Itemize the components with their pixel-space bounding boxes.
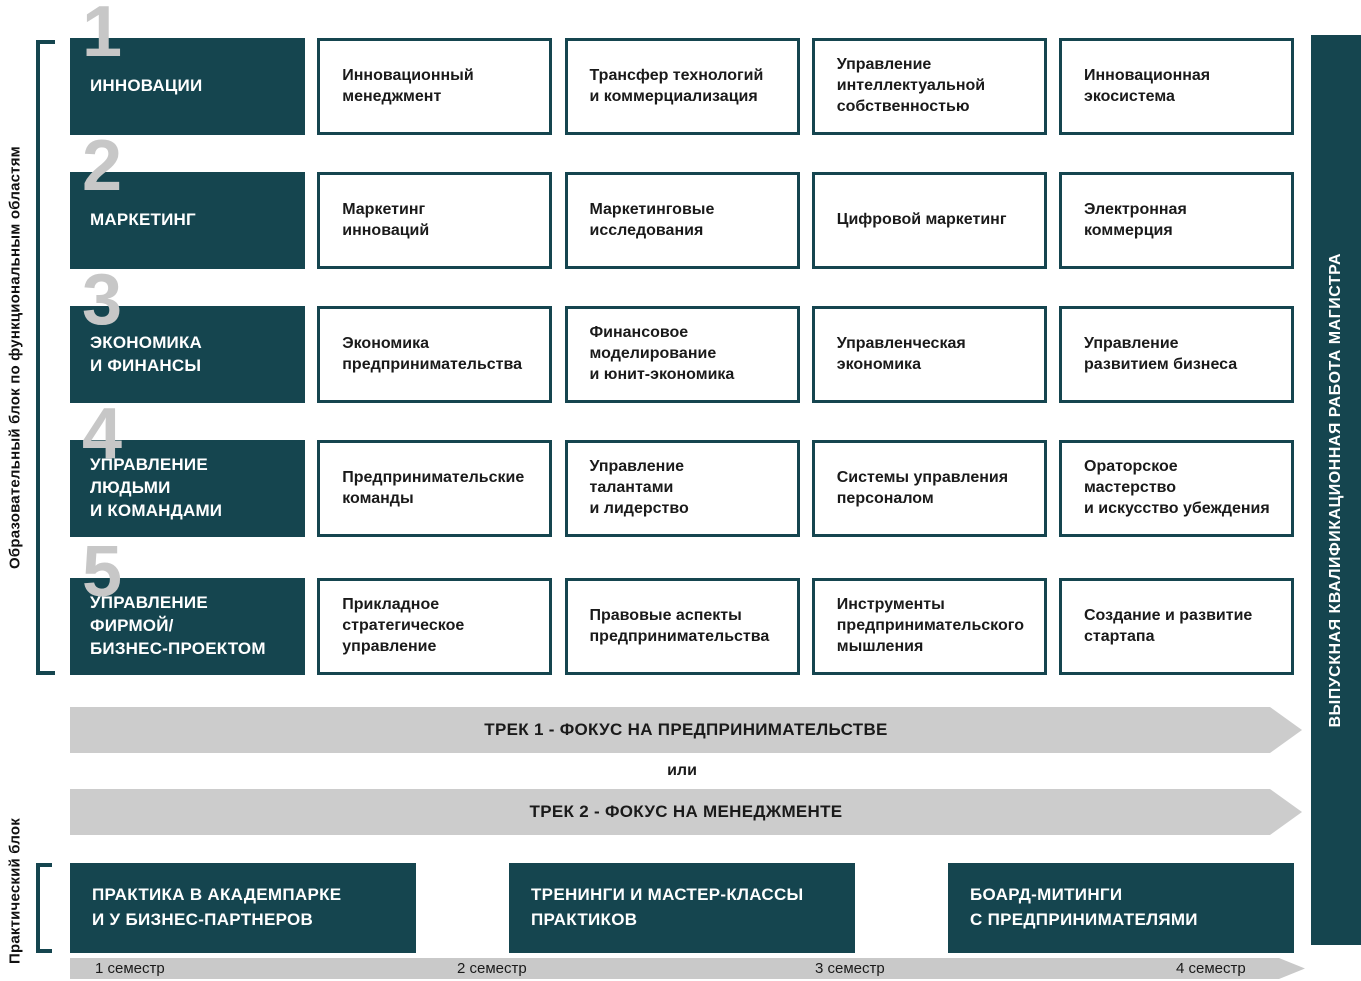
practical-block-label: Практический блок (6, 818, 24, 964)
course-box: Ораторское мастерство и искусство убежде… (1059, 440, 1294, 537)
semester-3-label: 3 семестр (815, 960, 885, 977)
educational-block-bracket (36, 40, 55, 675)
course-title: Предпринимательские команды (342, 468, 525, 507)
educational-block-label: Образовательный блок по функциональным о… (6, 146, 24, 569)
row-header-marketing: 2 МАРКЕТИНГ (70, 130, 305, 269)
course-box: Создание и развитие стартапа (1059, 578, 1294, 675)
course-title: Управление талантами и лидерство (589, 458, 689, 517)
practical-block-bracket (36, 863, 52, 953)
course-box: Экономика предпринимательства (317, 306, 553, 403)
course-title: Управленческая экономика (836, 334, 966, 373)
row-number-5: 5 (82, 532, 123, 612)
track1-label: ТРЕК 1 - ФОКУС НА ПРЕДПРИНИМАТЕЛЬСТВЕ (484, 720, 888, 739)
track1-arrow: ТРЕК 1 - ФОКУС НА ПРЕДПРИНИМАТЕЛЬСТВЕ (70, 707, 1302, 753)
practical-row: ПРАКТИКА В АКАДЕМПАРКЕ И У БИЗНЕС-ПАРТНЕ… (70, 863, 1294, 953)
semester-timeline-arrow: 1 семестр 2 семестр 3 семестр 4 семестр (70, 958, 1305, 979)
row-title: ЭКОНОМИКА И ФИНАНСЫ (90, 332, 203, 375)
course-title: Маркетинговые исследования (589, 200, 715, 239)
row-title: УПРАВЛЕНИЕ ФИРМОЙ/ БИЗНЕС-ПРОЕКТОМ (90, 593, 266, 658)
course-title: Системы управления персоналом (836, 468, 1009, 507)
row-firm-business-project: 5 УПРАВЛЕНИЕ ФИРМОЙ/ БИЗНЕС-ПРОЕКТОМ При… (70, 536, 1294, 675)
row-marketing: 2 МАРКЕТИНГ Маркетинг инноваций Маркетин… (70, 130, 1294, 269)
course-title: Создание и развитие стартапа (1084, 606, 1253, 645)
row-header-economics-finance: 3 ЭКОНОМИКА И ФИНАНСЫ (70, 264, 305, 403)
row-title: МАРКЕТИНГ (90, 210, 196, 230)
practical-box-label: БОАРД-МИТИНГИ С ПРЕДПРИНИМАТЕЛЯМИ (970, 885, 1198, 929)
practical-box-label: ТРЕНИНГИ И МАСТЕР-КЛАССЫ ПРАКТИКОВ (531, 885, 804, 929)
course-box: Инновационный менеджмент (317, 38, 553, 135)
course-box: Инструменты предпринимательского мышлени… (811, 578, 1047, 675)
course-box: Прикладное стратегическое управление (317, 578, 553, 675)
semester-2-label: 2 семестр (457, 960, 527, 977)
row-title: УПРАВЛЕНИЕ ЛЮДЬМИ И КОМАНДАМИ (90, 455, 223, 520)
course-title: Экономика предпринимательства (342, 334, 523, 373)
semester-1-label: 1 семестр (95, 960, 165, 977)
row-title: ИННОВАЦИИ (90, 76, 203, 96)
course-box: Управление развитием бизнеса (1059, 306, 1294, 403)
course-title: Ораторское мастерство и искусство убежде… (1084, 458, 1270, 517)
course-box: Управленческая экономика (811, 306, 1047, 403)
practical-box-board-meetings: БОАРД-МИТИНГИ С ПРЕДПРИНИМАТЕЛЯМИ (948, 863, 1294, 953)
row-header-firm-business-project: 5 УПРАВЛЕНИЕ ФИРМОЙ/ БИЗНЕС-ПРОЕКТОМ (70, 536, 305, 675)
practical-box-trainings: ТРЕНИНГИ И МАСТЕР-КЛАССЫ ПРАКТИКОВ (509, 863, 855, 953)
row-number-4: 4 (82, 394, 123, 474)
track2-label: ТРЕК 2 - ФОКУС НА МЕНЕДЖМЕНТЕ (529, 802, 843, 821)
practical-box-academpark: ПРАКТИКА В АКАДЕМПАРКЕ И У БИЗНЕС-ПАРТНЕ… (70, 863, 416, 953)
semester-4-label: 4 семестр (1176, 960, 1246, 977)
course-box: Инновационная экосистема (1059, 38, 1294, 135)
course-title: Правовые аспекты предпринимательства (589, 606, 770, 645)
course-box: Финансовое моделирование и юнит-экономик… (564, 306, 800, 403)
course-title: Управление интеллектуальной собственност… (836, 56, 986, 115)
course-title: Инновационная экосистема (1084, 66, 1211, 105)
row-number-2: 2 (82, 126, 123, 206)
course-title: Трансфер технологий и коммерциализация (589, 66, 764, 105)
course-title: Инновационный менеджмент (342, 66, 474, 105)
or-label: или (667, 762, 697, 779)
course-box: Системы управления персоналом (811, 440, 1047, 537)
row-header-innovations: 1 ИННОВАЦИИ (70, 0, 305, 135)
row-header-people-teams: 4 УПРАВЛЕНИЕ ЛЮДЬМИ И КОМАНДАМИ (70, 398, 305, 537)
course-title: Инструменты предпринимательского мышлени… (836, 596, 1024, 655)
course-box: Управление интеллектуальной собственност… (811, 38, 1047, 135)
thesis-bar: ВЫПУСКНАЯ КВАЛИФИКАЦИОННАЯ РАБОТА МАГИСТ… (1311, 35, 1361, 945)
course-box: Маркетинг инноваций (317, 172, 553, 269)
course-box: Маркетинговые исследования (564, 172, 800, 269)
course-title: Управление развитием бизнеса (1084, 334, 1238, 373)
course-title: Цифровой маркетинг (836, 211, 1007, 229)
course-title: Прикладное стратегическое управление (342, 596, 465, 655)
row-people-teams: 4 УПРАВЛЕНИЕ ЛЮДЬМИ И КОМАНДАМИ Предприн… (70, 398, 1294, 537)
course-box: Трансфер технологий и коммерциализация (564, 38, 800, 135)
course-box: Правовые аспекты предпринимательства (564, 578, 800, 675)
row-number-1: 1 (82, 0, 123, 72)
course-box: Цифровой маркетинг (811, 172, 1047, 269)
practical-box-label: ПРАКТИКА В АКАДЕМПАРКЕ И У БИЗНЕС-ПАРТНЕ… (92, 885, 342, 929)
course-box: Предпринимательские команды (317, 440, 553, 537)
course-box: Управление талантами и лидерство (564, 440, 800, 537)
row-number-3: 3 (82, 260, 123, 340)
course-title: Маркетинг инноваций (342, 200, 430, 239)
course-title: Электронная коммерция (1084, 200, 1187, 239)
track2-arrow: ТРЕК 2 - ФОКУС НА МЕНЕДЖМЕНТЕ (70, 789, 1302, 835)
row-economics-finance: 3 ЭКОНОМИКА И ФИНАНСЫ Экономика предприн… (70, 264, 1294, 403)
row-innovations: 1 ИННОВАЦИИ Инновационный менеджмент Тра… (70, 0, 1294, 135)
course-box: Электронная коммерция (1059, 172, 1294, 269)
thesis-bar-label: ВЫПУСКНАЯ КВАЛИФИКАЦИОННАЯ РАБОТА МАГИСТ… (1327, 252, 1344, 728)
course-title: Финансовое моделирование и юнит-экономик… (589, 324, 735, 383)
